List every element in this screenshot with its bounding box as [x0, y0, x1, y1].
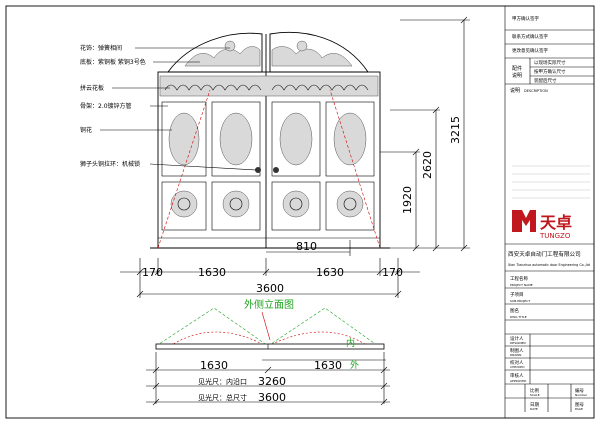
plan-3260: 3260	[258, 375, 286, 388]
tb-row-4: 制图人	[510, 347, 524, 354]
tb-row-2: 图名	[510, 307, 519, 314]
dim-170-left: 170	[142, 266, 163, 279]
tb-row-1-sub: SUB-PROJECT	[510, 299, 530, 303]
horizontal-dimensions: 810 170 1630 1630 170 3600	[120, 240, 420, 298]
tb-row-4-sub: DRAWN	[510, 353, 521, 357]
gate-elevation	[150, 31, 390, 249]
tb-side-label-2: 说明	[512, 72, 522, 79]
tb-row-5-sub: CHECKED	[510, 365, 525, 369]
company-logo: 天卓 TUNGZO	[512, 210, 572, 240]
dim-170-right: 170	[382, 266, 403, 279]
tb-side-1: 按甲方确认尺寸	[534, 68, 566, 75]
callout-4: 铜花	[80, 126, 92, 134]
tb-foot-1-sub: Number	[575, 393, 588, 397]
logo-cn: 天卓	[540, 213, 572, 232]
dim-3600: 3600	[256, 282, 284, 295]
dim-810: 810	[296, 240, 317, 253]
plan-total-label: 见光尺：总尺寸	[198, 393, 247, 402]
gate-crest-left	[167, 32, 263, 73]
tb-foot-0: 比例	[530, 387, 539, 394]
callout-leaders	[100, 47, 257, 171]
callout-0: 花饰：弹簧相间	[80, 44, 122, 52]
callout-1: 底板：紫铜板 紫铜3号色	[80, 58, 146, 66]
plan-1630-left: 1630	[200, 359, 228, 372]
callout-3: 骨架：2.0镀锌方管	[80, 102, 132, 110]
tb-foot-1: 编号	[575, 387, 584, 394]
tb-foot-2: 日期	[530, 402, 539, 408]
cloud-panel-band	[159, 75, 379, 97]
logo-mark-icon	[512, 210, 536, 232]
tb-top-0: 甲方确认签字	[512, 15, 539, 22]
dim-1630-right: 1630	[316, 266, 344, 279]
plan-outside: 外	[350, 359, 359, 371]
lion-ring-right	[273, 167, 279, 173]
tb-row-5: 校对人	[510, 359, 524, 366]
tb-side-2: 装配后尺寸	[534, 77, 557, 84]
dim-3215: 3215	[449, 116, 462, 144]
callouts: 花饰：弹簧相间 底板：紫铜板 紫铜3号色 拼云花板 骨架：2.0镀锌方管 铜花 …	[80, 44, 146, 168]
tb-note-value: DESCRIPTION	[524, 89, 548, 93]
tb-note-lines	[512, 165, 590, 199]
tb-row-3: 设计人	[510, 335, 524, 342]
tb-side-0: 以现场实际尺寸	[534, 59, 566, 66]
gate-panels	[161, 101, 375, 231]
dim-2620: 2620	[421, 151, 434, 179]
plan-1630-right: 1630	[314, 359, 342, 372]
plan-view: 外侧立面图 内 外 1630 1630 见光尺：内沿口 3260 见光尺：总尺寸…	[146, 298, 390, 406]
tb-side-label: 配件	[512, 65, 522, 72]
sheet-border	[5, 5, 595, 419]
tb-foot-3: 图号	[575, 402, 584, 408]
tb-row-2-sub: DWG TITLE	[510, 315, 527, 319]
gate-crest-right	[269, 31, 369, 73]
tb-top-2: 更改意见确认签字	[512, 47, 548, 54]
tb-row-6-sub: APPROVED	[510, 379, 527, 383]
tb-row-6: 审核人	[510, 372, 524, 379]
company-en: Xian Tianzhuo automatic door Engineering…	[508, 263, 590, 267]
plan-leaves	[155, 343, 385, 350]
plan-3600: 3600	[258, 391, 286, 404]
logo-en: TUNGZO	[539, 232, 571, 240]
tb-foot-2-sub: DATE	[530, 407, 538, 411]
tb-footer: 比例 SCALE 编号 Number 日期 DATE 图号 PAGE	[505, 384, 594, 412]
vertical-dimensions: 1920 2620 3215	[380, 16, 470, 252]
dim-1920: 1920	[401, 186, 414, 214]
plan-title: 外侧立面图	[244, 298, 294, 311]
lion-ring-left	[255, 167, 261, 173]
plan-inside: 内	[346, 337, 355, 349]
tb-row-3-sub: DESIGNED	[510, 341, 526, 345]
title-block: 甲方确认签字 联系方式确认签字 更改意见确认签字 配件 说明 以现场实际尺寸 按…	[505, 15, 594, 412]
tb-note-label: 说明	[510, 87, 520, 94]
tb-foot-3-sub: PAGE	[575, 407, 583, 411]
callout-2: 拼云花板	[80, 84, 104, 92]
crest-ornament	[184, 40, 353, 67]
tb-row-0-sub: PROJECT NAME	[510, 283, 533, 287]
tb-row-1: 子项目	[510, 291, 524, 298]
tb-rows: 工程名称 PROJECT NAME 子项目 SUB-PROJECT 图名 DWG…	[505, 275, 594, 385]
tb-foot-0-sub: SCALE	[530, 393, 540, 397]
plan-clear-label: 见光尺：内沿口	[198, 377, 247, 386]
tb-row-0: 工程名称	[510, 275, 528, 282]
callout-5: 狮子头铜拉环：机械锁	[80, 160, 140, 168]
company-cn: 西安天卓自动门工程有限公司	[508, 250, 581, 258]
dim-1630-left: 1630	[198, 266, 226, 279]
tb-top-1: 联系方式确认签字	[512, 33, 548, 40]
